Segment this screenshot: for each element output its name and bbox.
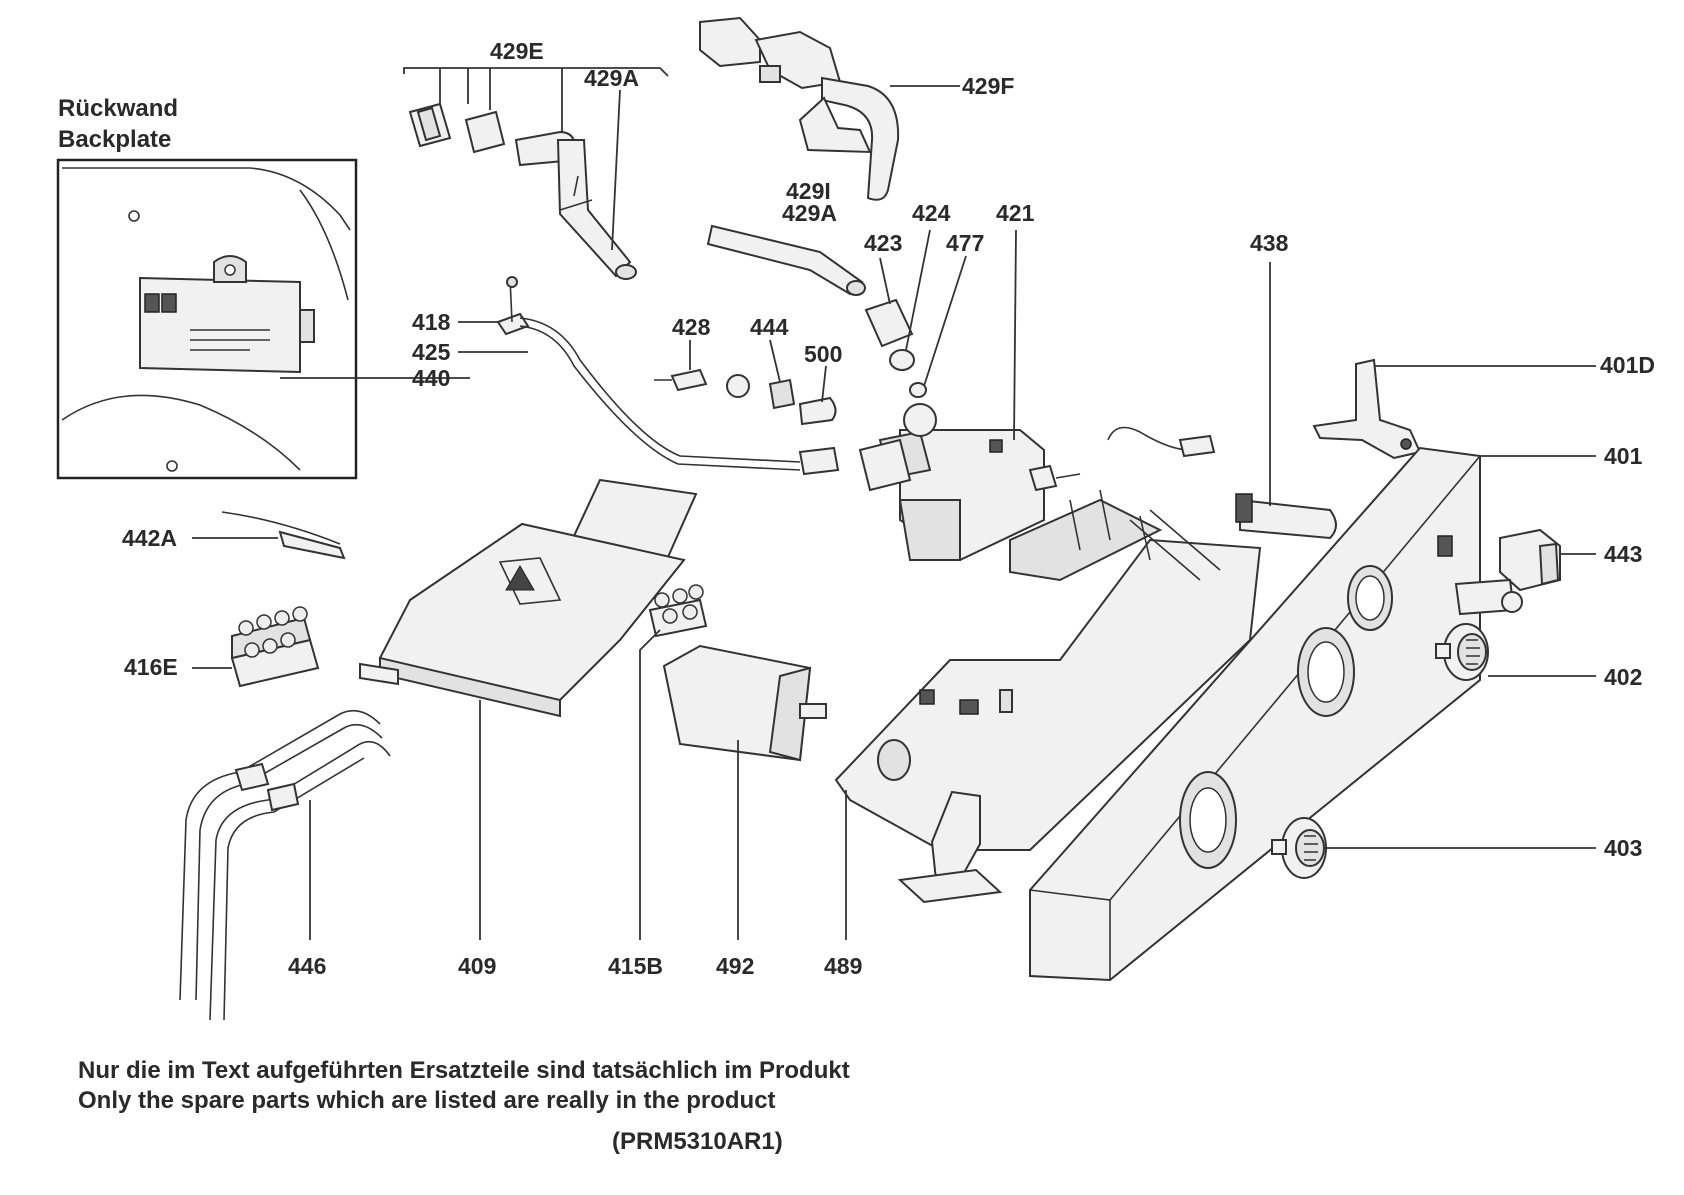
drawing-code: (PRM5310AR1) (612, 1128, 783, 1155)
label-401: 401 (1604, 443, 1643, 469)
switch-443 (1454, 528, 1596, 616)
label-444: 444 (750, 314, 789, 340)
nut-444 (726, 339, 796, 410)
label-402: 402 (1604, 664, 1643, 690)
label-477: 477 (946, 230, 985, 256)
injector-428 (654, 340, 708, 392)
label-429E: 429E (490, 38, 544, 64)
backplate-title-en: Backplate (58, 126, 172, 153)
label-401D: 401D (1600, 352, 1655, 378)
knob-403 (1271, 817, 1596, 879)
label-429A-top: 429A (584, 65, 639, 91)
knob-402 (1435, 623, 1596, 681)
pipe-429A-top (556, 89, 637, 280)
label-443: 443 (1604, 541, 1643, 567)
hoses-446 (179, 709, 391, 1021)
thermostat-body (139, 276, 301, 374)
chassis-489 (834, 489, 1262, 940)
backplate-title: Rückwand Backplate (58, 93, 178, 155)
backplate-inset (56, 158, 470, 480)
label-415B: 415B (608, 953, 663, 979)
module-492 (662, 644, 827, 940)
label-489: 489 (824, 953, 863, 979)
ring-424 (889, 229, 931, 371)
label-492: 492 (716, 953, 755, 979)
thermocouple-425 (458, 317, 840, 476)
label-438: 438 (1250, 230, 1289, 256)
label-421: 421 (996, 200, 1035, 226)
electrode-500 (798, 365, 837, 426)
label-403: 403 (1604, 835, 1643, 861)
label-423: 423 (864, 230, 903, 256)
label-429F: 429F (962, 73, 1015, 99)
seal-477 (909, 255, 967, 398)
terminal-415B (639, 584, 708, 940)
valve-429F (699, 16, 960, 201)
label-500: 500 (804, 341, 843, 367)
footer-note-de: Nur die im Text aufgeführten Ersatzteile… (78, 1057, 850, 1084)
label-429A-mid: 429A (782, 200, 837, 226)
label-442A: 442A (122, 525, 177, 551)
bracket-401D (1312, 358, 1596, 460)
pipe-429I (706, 224, 866, 296)
label-446: 446 (288, 953, 327, 979)
label-418: 418 (412, 309, 451, 335)
clamp-418 (458, 276, 530, 336)
nut-423 (864, 257, 914, 348)
cover-409 (359, 478, 698, 940)
label-409: 409 (458, 953, 497, 979)
label-425: 425 (412, 339, 451, 365)
control-panel-401 (1029, 446, 1596, 982)
wire-442A (192, 511, 346, 560)
gas-valve-421 (858, 229, 1081, 562)
igniter-438 (1107, 262, 1337, 540)
label-424: 424 (912, 200, 951, 226)
label-428: 428 (672, 314, 711, 340)
label-429I: 429I (786, 178, 831, 204)
footer-note-en: Only the spare parts which are listed ar… (78, 1087, 776, 1114)
backplate-title-de: Rückwand (58, 95, 179, 122)
label-416E: 416E (124, 654, 178, 680)
terminal-block-416E (192, 606, 320, 688)
label-440: 440 (412, 365, 451, 391)
